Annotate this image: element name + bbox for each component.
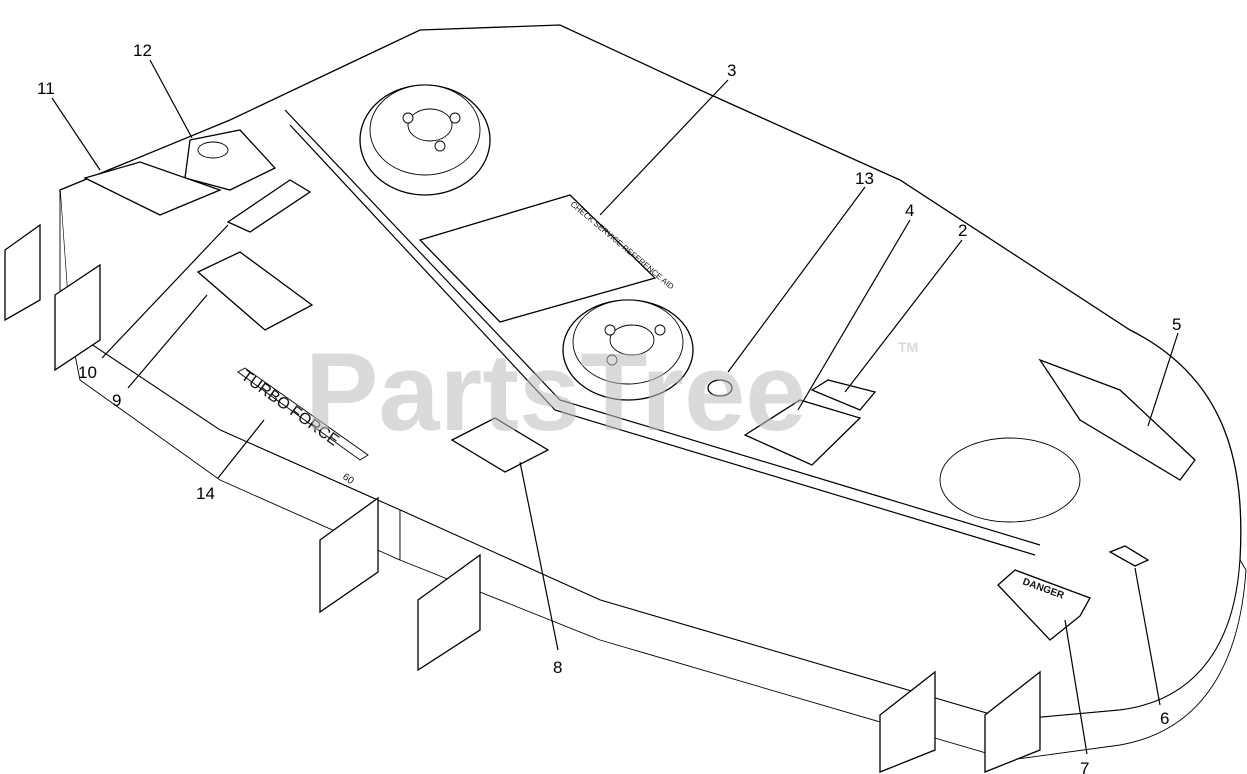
callout-12: 12 xyxy=(133,41,152,60)
discharge-opening xyxy=(939,437,1081,523)
callout-14: 14 xyxy=(196,484,215,503)
callout-labels: 11 12 3 13 4 2 5 10 9 14 8 7 6 xyxy=(37,41,1181,774)
decal-8 xyxy=(450,417,550,473)
plug-13 xyxy=(707,379,733,397)
decal-12-lift-chart xyxy=(184,129,277,191)
callout-8: 8 xyxy=(553,658,562,677)
decal-6 xyxy=(1108,545,1150,567)
callout-13: 13 xyxy=(855,169,874,188)
callout-6: 6 xyxy=(1160,709,1169,728)
front-brackets xyxy=(4,223,1041,773)
callout-4: 4 xyxy=(905,201,914,220)
callout-5: 5 xyxy=(1172,315,1181,334)
spindle-pulley-lower xyxy=(562,299,694,401)
watermark-text: PartsTree xyxy=(305,331,806,454)
callout-3: 3 xyxy=(727,61,736,80)
deflector-5 xyxy=(1038,358,1196,481)
callout-11: 11 xyxy=(37,79,55,98)
spindle-pulley-upper xyxy=(359,84,491,196)
decal-9 xyxy=(196,251,314,331)
watermark: PartsTree TM xyxy=(305,331,918,454)
trademark-text: TM xyxy=(898,339,918,355)
decal-10 xyxy=(226,179,312,233)
decal-4 xyxy=(743,399,862,466)
leader-lines xyxy=(51,59,1179,755)
callout-10: 10 xyxy=(78,363,97,382)
callout-2: 2 xyxy=(958,221,967,240)
callout-7: 7 xyxy=(1080,759,1089,774)
decal-11-height-scale xyxy=(83,161,222,216)
decal-2 xyxy=(810,379,877,411)
callout-9: 9 xyxy=(112,391,121,410)
